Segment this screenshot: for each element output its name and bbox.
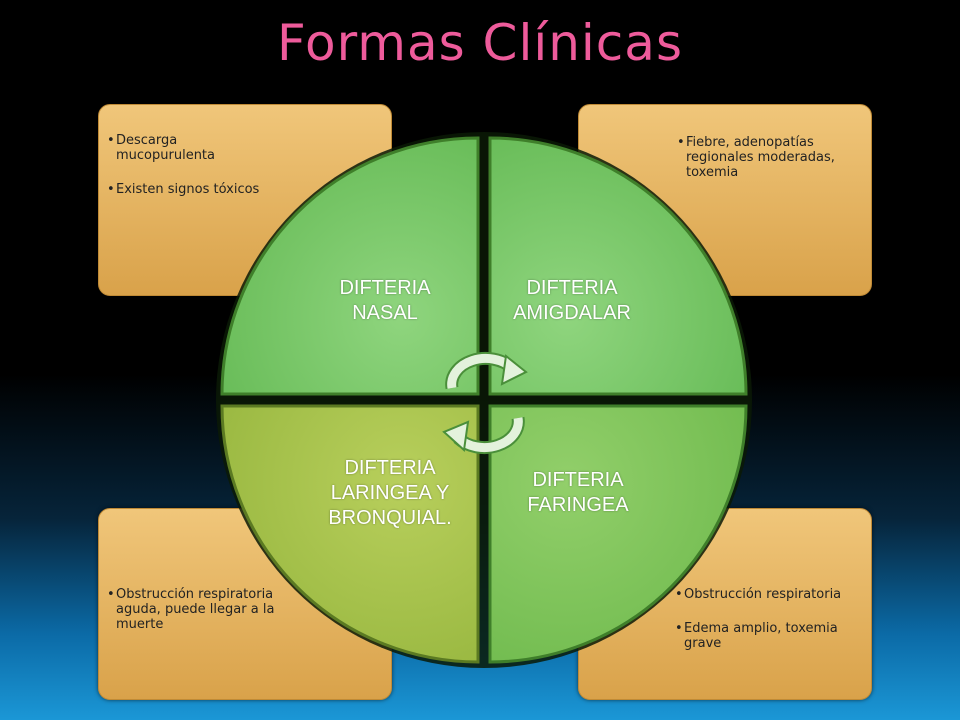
page-title: Formas Clínicas: [277, 14, 683, 72]
label-line: DIFTERIA: [344, 457, 436, 479]
label-line: LARINGEA Y: [330, 482, 450, 504]
label-line: DIFTERIA: [526, 277, 618, 299]
quadrant-faringea: [488, 404, 748, 664]
note-item: Edema amplio, toxemia grave: [675, 621, 865, 651]
label-line: BRONQUIAL.: [328, 507, 452, 529]
label-difteria-faringea: DIFTERIA FARINGEA: [498, 468, 658, 518]
quadrant-laringea: [220, 404, 480, 664]
label-line: AMIGDALAR: [513, 302, 631, 324]
note-item: Descarga mucopurulenta: [107, 133, 267, 163]
label-difteria-nasal: DIFTERIA NASAL: [310, 276, 460, 326]
label-difteria-amigdalar: DIFTERIA AMIGDALAR: [482, 276, 662, 326]
quadrant-amigdalar: [488, 136, 748, 396]
label-line: NASAL: [352, 302, 418, 324]
label-line: FARINGEA: [527, 494, 629, 516]
quadrant-nasal: [220, 136, 480, 396]
note-item: Obstrucción respiratoria aguda, puede ll…: [107, 587, 292, 632]
label-difteria-laringea: DIFTERIA LARINGEA Y BRONQUIAL.: [300, 456, 480, 531]
label-line: DIFTERIA: [339, 277, 431, 299]
label-line: DIFTERIA: [532, 469, 624, 491]
cycle-arrows-icon: [442, 352, 528, 454]
note-item: Fiebre, adenopatías regionales moderadas…: [677, 135, 865, 180]
note-item: Obstrucción respiratoria: [675, 587, 865, 602]
note-item: Existen signos tóxicos: [107, 182, 267, 197]
